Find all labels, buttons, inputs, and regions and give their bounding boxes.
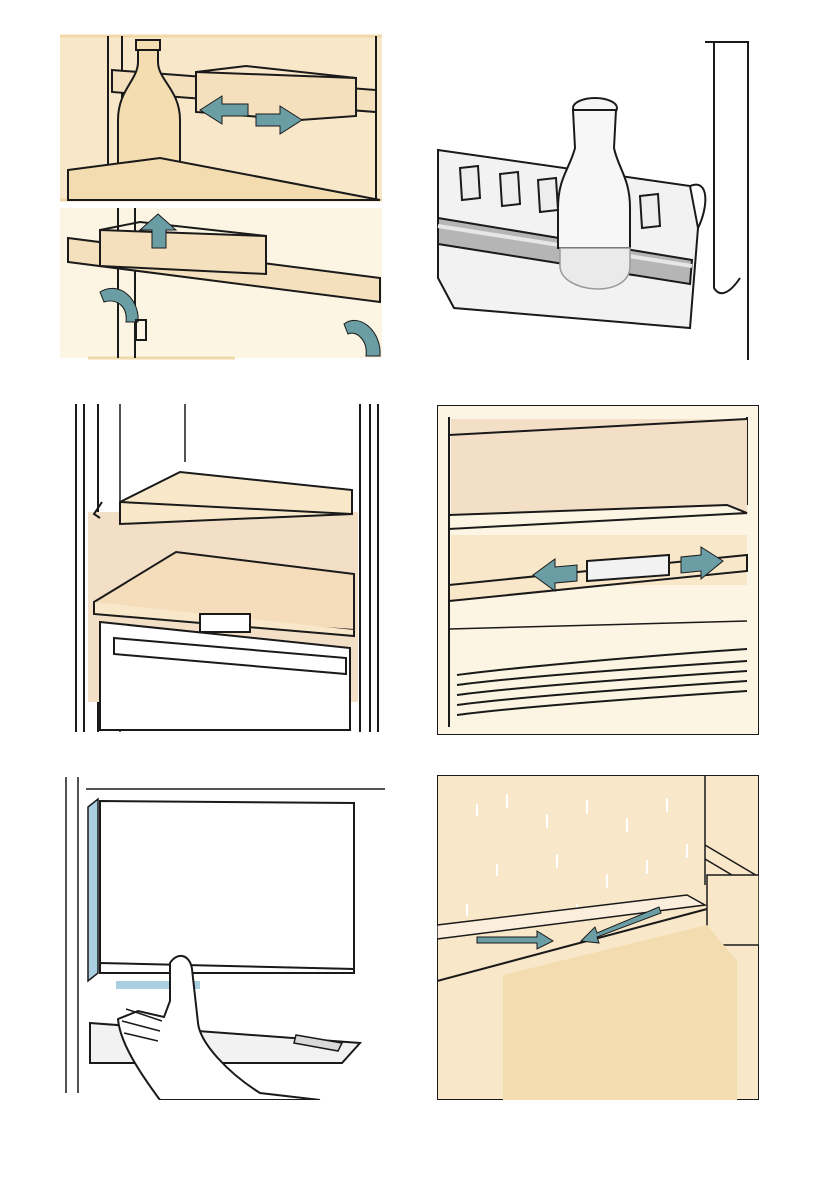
shelves-illustration (70, 402, 385, 737)
milk-bottle-icon (558, 98, 630, 289)
door-rack-illustration (430, 38, 762, 360)
panel-door-shelf (60, 30, 390, 360)
drawer-cover-illustration (60, 773, 385, 1100)
rail-slide-illustration (437, 405, 759, 735)
drain-channel-illustration (437, 775, 759, 1100)
panel-removable-shelves (70, 402, 385, 737)
panel-door-rack (430, 38, 762, 360)
panel-shelf-rail-slide (437, 405, 759, 735)
panel-drawer-cover (60, 773, 385, 1100)
hand-icon (118, 956, 320, 1100)
door-shelf-illustration (60, 30, 390, 360)
shelf-support-icon (200, 614, 250, 632)
panel-drain-channel (437, 775, 759, 1100)
